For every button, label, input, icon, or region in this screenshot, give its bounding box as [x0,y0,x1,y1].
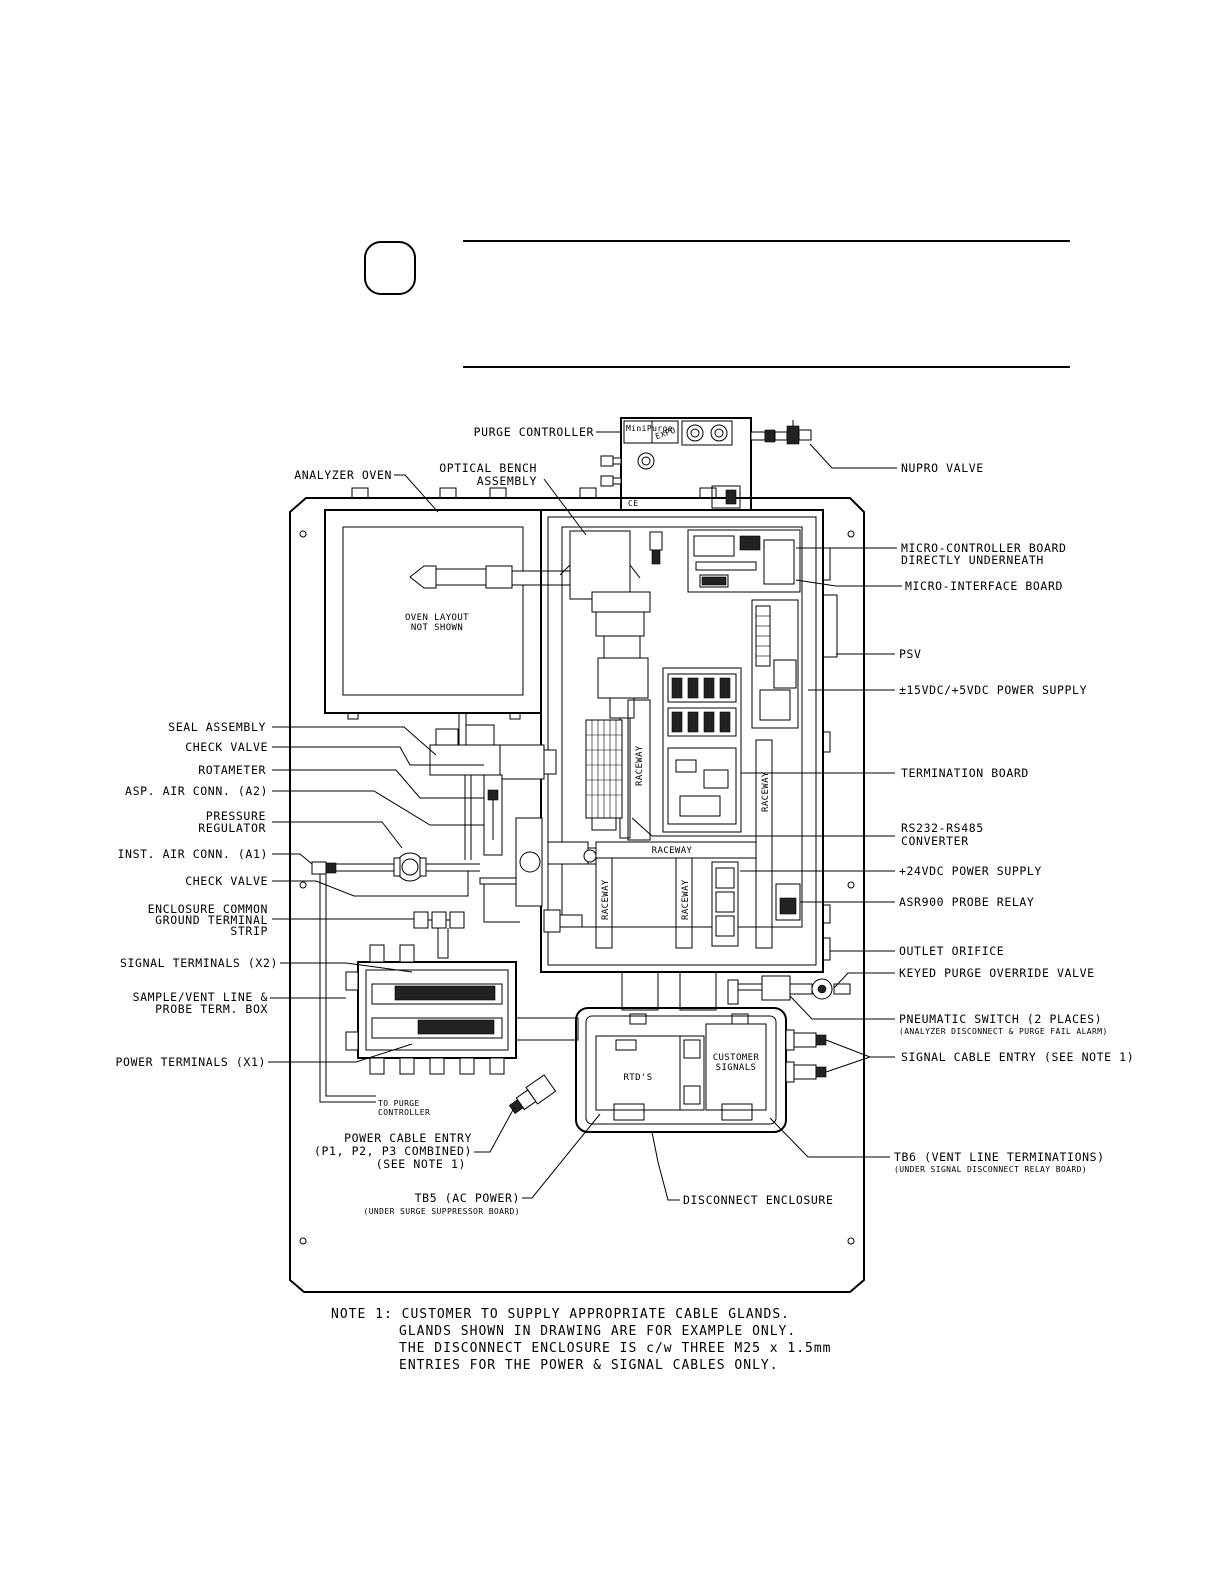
optical-bench-block [569,530,631,600]
label-micro-controller-1: MICRO-CONTROLLER BOARD [901,541,1067,555]
label-disconnect-enclosure: DISCONNECT ENCLOSURE [683,1193,833,1207]
disconnect-enclosure: RTD'S CUSTOMER SIGNALS [508,971,851,1133]
label-optical-bench-1: OPTICAL BENCH [439,461,537,475]
label-check-valve-1: CHECK VALVE [185,740,268,754]
raceway-label-1: RACEWAY [635,745,645,786]
label-optical-bench-2: ASSEMBLY [477,474,537,488]
analyzer-oven: OVEN LAYOUT NOT SHOWN [324,509,573,720]
header-block [364,240,1070,368]
label-power-cable-entry-1: POWER CABLE ENTRY [344,1131,472,1145]
label-pressure-regulator-2: REGULATOR [198,821,266,835]
svg-text:CE: CE [628,499,638,508]
label-asr900: ASR900 PROBE RELAY [899,895,1034,909]
terminal-stack [585,719,623,831]
label-rotameter: ROTAMETER [198,763,266,777]
raceway-label-5: RACEWAY [681,879,691,920]
electronics-enclosure: RACEWAY [540,509,838,973]
power-supply-24vdc [711,861,739,947]
to-purge-label-2: CONTROLLER [378,1108,430,1117]
label-enclosure-ground-3: STRIP [230,924,268,938]
label-keyed-purge: KEYED PURGE OVERRIDE VALVE [899,966,1095,980]
label-power-cable-entry-3: (SEE NOTE 1) [376,1157,466,1171]
label-nupro-valve: NUPRO VALVE [901,461,984,475]
to-purge-label-1: TO PURGE [378,1099,420,1108]
label-rs232-1: RS232-RS485 [901,821,984,835]
label-tb5: TB5 (AC POWER) [415,1191,520,1205]
label-tb6: TB6 (VENT LINE TERMINATIONS) [894,1150,1105,1164]
label-seal-assembly: SEAL ASSEMBLY [168,720,266,734]
callouts-left: PURGE CONTROLLER ANALYZER OVEN OPTICAL B… [116,425,594,1216]
label-enclosure-ground-1: ENCLOSURE COMMON [148,902,268,916]
oven-layout-label-1: OVEN LAYOUT [405,613,469,623]
note-line-1: NOTE 1: CUSTOMER TO SUPPLY APPROPRIATE C… [331,1307,790,1322]
label-pressure-regulator-1: PRESSURE [206,809,266,823]
customer-signals-label-1: CUSTOMER [713,1053,760,1063]
label-power-supply-24: +24VDC POWER SUPPLY [899,864,1042,878]
purge-controller: MiniPurge EXPO CE [600,417,812,511]
label-asp-air-conn: ASP. AIR CONN. (A2) [125,784,268,798]
label-purge-controller: PURGE CONTROLLER [474,425,594,439]
caution-icon [364,241,416,295]
label-tb5-sub: (UNDER SURGE SUPPRESSOR BOARD) [364,1207,521,1216]
note-line-2: GLANDS SHOWN IN DRAWING ARE FOR EXAMPLE … [399,1324,796,1339]
label-signal-terminals: SIGNAL TERMINALS (X2) [120,956,278,970]
label-pneumatic-switch-sub: (ANALYZER DISCONNECT & PURGE FAIL ALARM) [899,1027,1108,1036]
label-sample-vent-1: SAMPLE/VENT LINE & [133,990,268,1004]
pneumatics [311,713,597,1103]
label-sample-vent-2: PROBE TERM. BOX [155,1002,268,1016]
micro-controller-board [687,529,801,593]
probe-term-box: TO PURGE CONTROLLER [345,944,579,1117]
note-line-3: THE DISCONNECT ENCLOSURE IS c/w THREE M2… [399,1341,832,1356]
label-pneumatic-switch: PNEUMATIC SWITCH (2 PLACES) [899,1012,1102,1026]
back-plate [289,487,865,1293]
customer-signals-label-2: SIGNALS [716,1063,757,1073]
rtds-label: RTD'S [623,1073,652,1083]
label-psv: PSV [899,647,922,661]
label-power-cable-entry-2: (P1, P2, P3 COMBINED) [314,1144,472,1158]
label-enclosure-ground-2: GROUND TERMINAL [155,913,268,927]
label-tb6-sub: (UNDER SIGNAL DISCONNECT RELAY BOARD) [894,1165,1087,1174]
callouts-right: NUPRO VALVE MICRO-CONTROLLER BOARD DIREC… [683,461,1134,1207]
label-termination-board: TERMINATION BOARD [901,766,1029,780]
termination-board [662,667,742,833]
oven-layout-label-2: NOT SHOWN [411,623,463,633]
asr900-relay [775,883,801,921]
label-power-supply-15: ±15VDC/+5VDC POWER SUPPLY [899,683,1087,697]
minipurge-label: MiniPurge [626,424,673,433]
label-signal-cable-entry: SIGNAL CABLE ENTRY (SEE NOTE 1) [901,1050,1134,1064]
label-outlet-orifice: OUTLET ORIFICE [899,944,1004,958]
raceway-label-3: RACEWAY [652,846,693,856]
label-micro-interface: MICRO-INTERFACE BOARD [905,579,1063,593]
label-power-terminals: POWER TERMINALS (X1) [116,1055,266,1069]
note-block: NOTE 1: CUSTOMER TO SUPPLY APPROPRIATE C… [331,1307,832,1373]
power-supply-board [751,599,799,729]
label-rs232-2: CONVERTER [901,834,969,848]
label-analyzer-oven: ANALYZER OVEN [294,468,392,482]
note-line-4: ENTRIES FOR THE POWER & SIGNAL CABLES ON… [399,1358,779,1373]
leader-lines [268,431,902,1201]
label-check-valve-2: CHECK VALVE [185,874,268,888]
raceway-label-2: RACEWAY [761,771,771,812]
label-micro-controller-2: DIRECTLY UNDERNEATH [901,553,1044,567]
label-inst-air-conn: INST. AIR CONN. (A1) [118,847,268,861]
raceway-label-4: RACEWAY [601,879,611,920]
